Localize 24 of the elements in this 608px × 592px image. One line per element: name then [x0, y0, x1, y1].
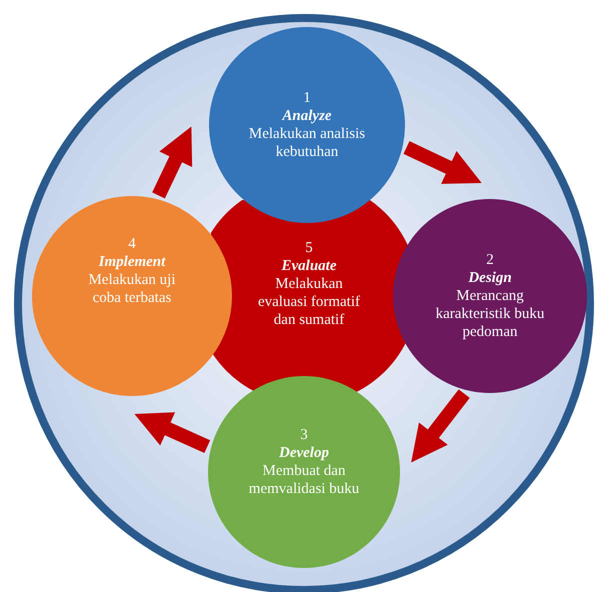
- step-number: 1: [303, 89, 311, 107]
- step-circle: [209, 27, 405, 223]
- step-title: Analyze: [282, 107, 332, 125]
- step-circle: [32, 196, 232, 396]
- arrow: [404, 141, 482, 184]
- step-description: Membuat dan memvalidasi buku: [248, 462, 360, 498]
- arrow: [152, 126, 192, 198]
- step-title: Implement: [98, 253, 166, 271]
- step-number: 4: [128, 235, 136, 253]
- step-number: 5: [305, 238, 313, 256]
- step-title: Design: [468, 269, 512, 287]
- step-number: 2: [486, 251, 494, 269]
- arrow: [411, 389, 470, 462]
- step-description: Melakukan evaluasi formatif dan sumatif: [256, 274, 362, 328]
- step-circle: [393, 199, 587, 393]
- step-description: Melakukan uji coba terbatas: [87, 271, 177, 307]
- step-title: Develop: [279, 444, 329, 462]
- step-title: Evaluate: [282, 256, 336, 274]
- step-description: Merancang karakteristik buku pedoman: [434, 287, 546, 341]
- step-description: Melakukan analisis kebutuhan: [248, 125, 366, 161]
- step-circle: [208, 376, 400, 568]
- arrow: [134, 412, 210, 454]
- step-circle: [211, 200, 407, 391]
- step-number: 3: [300, 426, 308, 444]
